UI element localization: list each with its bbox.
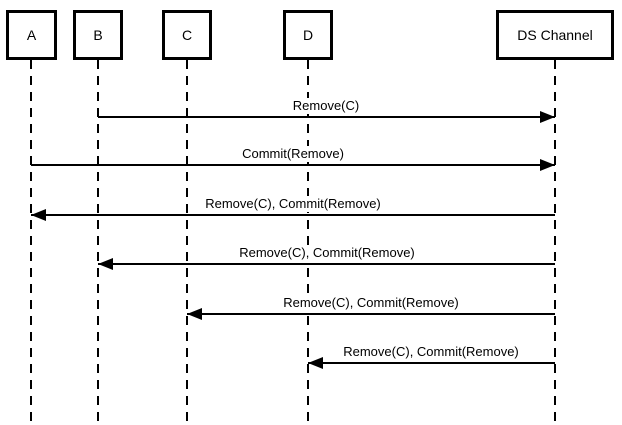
lifeline-ds-channel (554, 60, 556, 425)
arrowhead-left-icon (187, 308, 202, 320)
message-label: Remove(C), Commit(Remove) (340, 344, 522, 360)
actor-box-c: C (162, 10, 212, 60)
actor-label-ds-channel: DS Channel (517, 27, 593, 43)
message-line (31, 214, 555, 216)
actor-label-c: C (181, 27, 193, 43)
actor-label-d: D (302, 27, 314, 43)
message-line (187, 313, 555, 315)
message-label: Remove(C), Commit(Remove) (236, 245, 418, 261)
message-label: Remove(C), Commit(Remove) (280, 295, 462, 311)
lifeline-c (186, 60, 188, 425)
arrowhead-left-icon (98, 258, 113, 270)
actor-label-b: B (93, 27, 103, 43)
lifeline-b (97, 60, 99, 425)
message-label: Remove(C), Commit(Remove) (202, 196, 384, 212)
actor-box-a: A (6, 10, 57, 60)
lifeline-d (307, 60, 309, 425)
arrowhead-left-icon (308, 357, 323, 369)
actor-label-a: A (26, 27, 37, 43)
message-line (98, 116, 555, 118)
arrowhead-right-icon (540, 111, 555, 123)
message-label: Remove(C) (289, 98, 363, 114)
message-line (31, 164, 555, 166)
actor-box-d: D (283, 10, 333, 60)
lifeline-a (30, 60, 32, 425)
arrowhead-left-icon (31, 209, 46, 221)
message-label: Commit(Remove) (239, 146, 347, 162)
actor-box-ds-channel: DS Channel (496, 10, 614, 60)
arrowhead-right-icon (540, 159, 555, 171)
message-line (308, 362, 555, 364)
actor-box-b: B (73, 10, 123, 60)
message-line (98, 263, 555, 265)
